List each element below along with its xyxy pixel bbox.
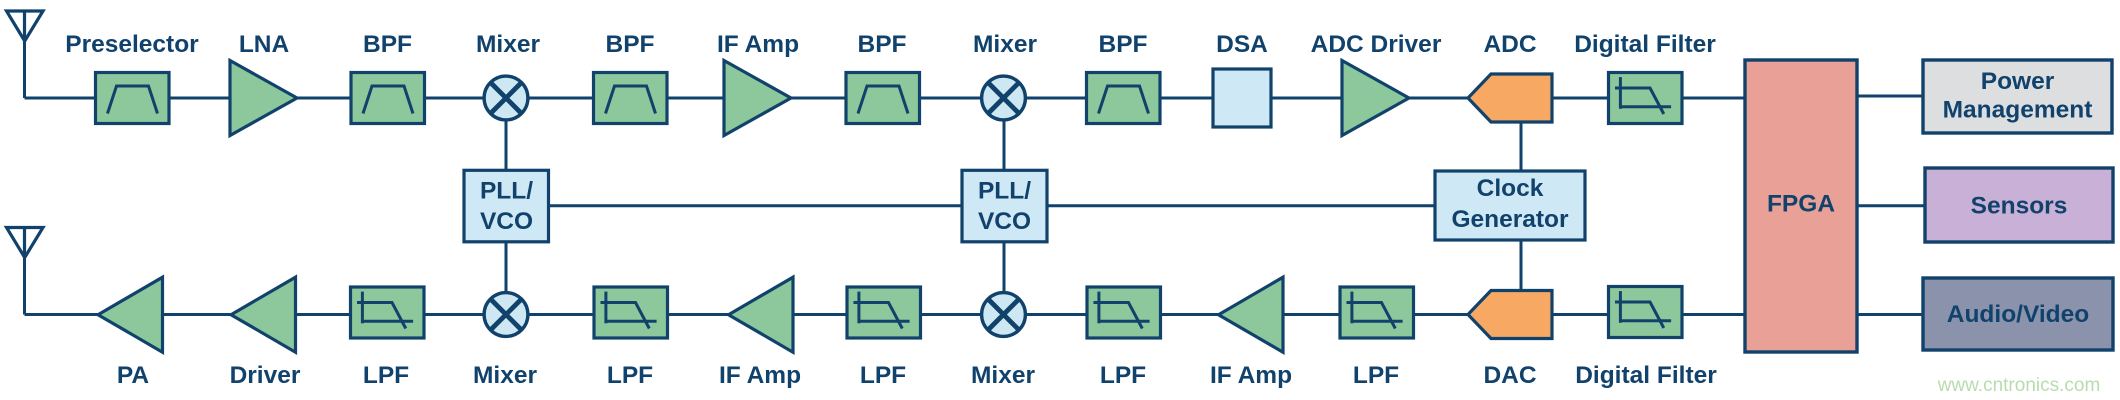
svg-text:PA: PA <box>117 362 150 389</box>
svg-text:Generator: Generator <box>1451 206 1569 233</box>
svg-text:LPF: LPF <box>860 362 906 389</box>
svg-text:LPF: LPF <box>363 362 409 389</box>
svg-text:BPF: BPF <box>363 31 412 58</box>
svg-text:IF Amp: IF Amp <box>1210 362 1292 389</box>
svg-text:Clock: Clock <box>1477 175 1544 202</box>
svg-text:PLL/: PLL/ <box>978 177 1031 204</box>
svg-text:ADC: ADC <box>1483 31 1536 58</box>
svg-text:IF Amp: IF Amp <box>719 362 801 389</box>
svg-text:PLL/: PLL/ <box>480 177 533 204</box>
svg-text:BPF: BPF <box>858 31 907 58</box>
svg-text:Driver: Driver <box>230 362 301 389</box>
svg-text:FPGA: FPGA <box>1767 191 1835 218</box>
svg-text:Mixer: Mixer <box>973 31 1037 58</box>
svg-text:LPF: LPF <box>1100 362 1146 389</box>
svg-text:IF Amp: IF Amp <box>717 31 799 58</box>
svg-text:LPF: LPF <box>1353 362 1399 389</box>
svg-text:BPF: BPF <box>1099 31 1148 58</box>
svg-text:DSA: DSA <box>1216 31 1268 58</box>
svg-text:ADC Driver: ADC Driver <box>1311 31 1442 58</box>
svg-text:Preselector: Preselector <box>65 31 199 58</box>
svg-text:Sensors: Sensors <box>1971 193 2068 220</box>
svg-text:Audio/Video: Audio/Video <box>1947 301 2090 328</box>
svg-text:Mixer: Mixer <box>473 362 537 389</box>
svg-text:Digital Filter: Digital Filter <box>1574 31 1716 58</box>
svg-text:Digital Filter: Digital Filter <box>1575 362 1717 389</box>
svg-text:DAC: DAC <box>1483 362 1536 389</box>
svg-text:LNA: LNA <box>239 31 290 58</box>
svg-text:Mixer: Mixer <box>476 31 540 58</box>
svg-text:Management: Management <box>1943 97 2093 124</box>
svg-text:www.cntronics.com: www.cntronics.com <box>1937 375 2101 396</box>
svg-text:VCO: VCO <box>480 208 533 235</box>
svg-text:Power: Power <box>1981 68 2055 95</box>
svg-text:BPF: BPF <box>606 31 655 58</box>
svg-text:LPF: LPF <box>607 362 653 389</box>
svg-text:Mixer: Mixer <box>971 362 1035 389</box>
svg-text:VCO: VCO <box>978 208 1031 235</box>
